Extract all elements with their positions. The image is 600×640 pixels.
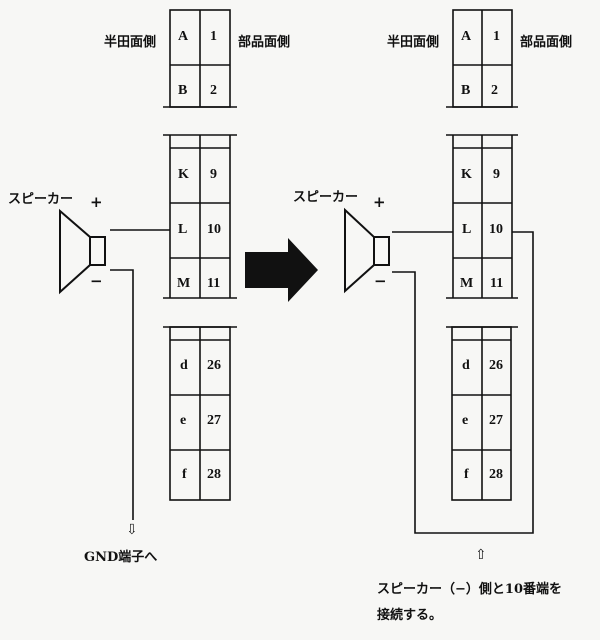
gnd-label: GND端子へ bbox=[84, 550, 158, 565]
cell-number: 1 bbox=[210, 29, 217, 44]
cell-number: 9 bbox=[210, 167, 217, 182]
cell-letter: M bbox=[460, 276, 474, 291]
note-arrow-icon: ⇧ bbox=[475, 547, 487, 563]
cell-number: 11 bbox=[490, 276, 504, 291]
left-speaker-icon bbox=[59, 208, 106, 295]
right-parts-side-label: 部品面側 bbox=[520, 35, 573, 50]
cell-number: 28 bbox=[489, 467, 503, 482]
cell-letter: L bbox=[178, 222, 188, 237]
right-plus-sign: + bbox=[373, 193, 386, 211]
cell-letter: f bbox=[182, 467, 187, 482]
cell-number: 1 bbox=[493, 29, 500, 44]
cell-letter: A bbox=[461, 29, 472, 44]
right-wires bbox=[392, 231, 534, 534]
cell-number: 27 bbox=[207, 413, 221, 428]
cell-number: 26 bbox=[207, 358, 221, 373]
gnd-arrow-icon: ⇩ bbox=[126, 522, 138, 538]
cell-number: 11 bbox=[207, 276, 221, 291]
left-plus-sign: + bbox=[90, 193, 103, 211]
cell-letter: e bbox=[180, 413, 187, 428]
cell-letter: A bbox=[178, 29, 189, 44]
cell-letter: K bbox=[178, 167, 189, 182]
cell-letter: K bbox=[461, 167, 472, 182]
cell-letter: f bbox=[464, 467, 469, 482]
note-line-1: スピーカー（−）側と10番端を bbox=[377, 582, 562, 597]
cell-number: 26 bbox=[489, 358, 503, 373]
left-parts-side-label: 部品面側 bbox=[238, 35, 291, 50]
cell-letter: L bbox=[462, 222, 472, 237]
cell-letter: B bbox=[178, 83, 188, 98]
left-wires bbox=[110, 229, 170, 520]
right-minus-sign: − bbox=[374, 272, 387, 290]
left-minus-sign: − bbox=[90, 272, 103, 290]
left-speaker-label: スピーカー bbox=[8, 192, 74, 207]
cell-number: 9 bbox=[493, 167, 500, 182]
right-connector bbox=[446, 9, 518, 501]
cell-letter: d bbox=[462, 358, 470, 373]
right-speaker-icon bbox=[344, 207, 390, 294]
big-arrow-icon bbox=[245, 238, 318, 302]
cell-letter: B bbox=[461, 83, 471, 98]
note-line-2: 接続する。 bbox=[377, 608, 443, 623]
left-solder-side-label: 半田面側 bbox=[104, 35, 157, 50]
cell-number: 28 bbox=[207, 467, 221, 482]
cell-number: 10 bbox=[489, 222, 503, 237]
cell-letter: d bbox=[180, 358, 188, 373]
cell-number: 10 bbox=[207, 222, 221, 237]
left-connector bbox=[163, 9, 237, 501]
cell-number: 27 bbox=[489, 413, 503, 428]
cell-letter: e bbox=[462, 413, 469, 428]
right-solder-side-label: 半田面側 bbox=[387, 35, 440, 50]
right-speaker-label: スピーカー bbox=[293, 190, 359, 205]
cell-number: 2 bbox=[491, 83, 498, 98]
cell-number: 2 bbox=[210, 83, 217, 98]
cell-letter: M bbox=[177, 276, 191, 291]
